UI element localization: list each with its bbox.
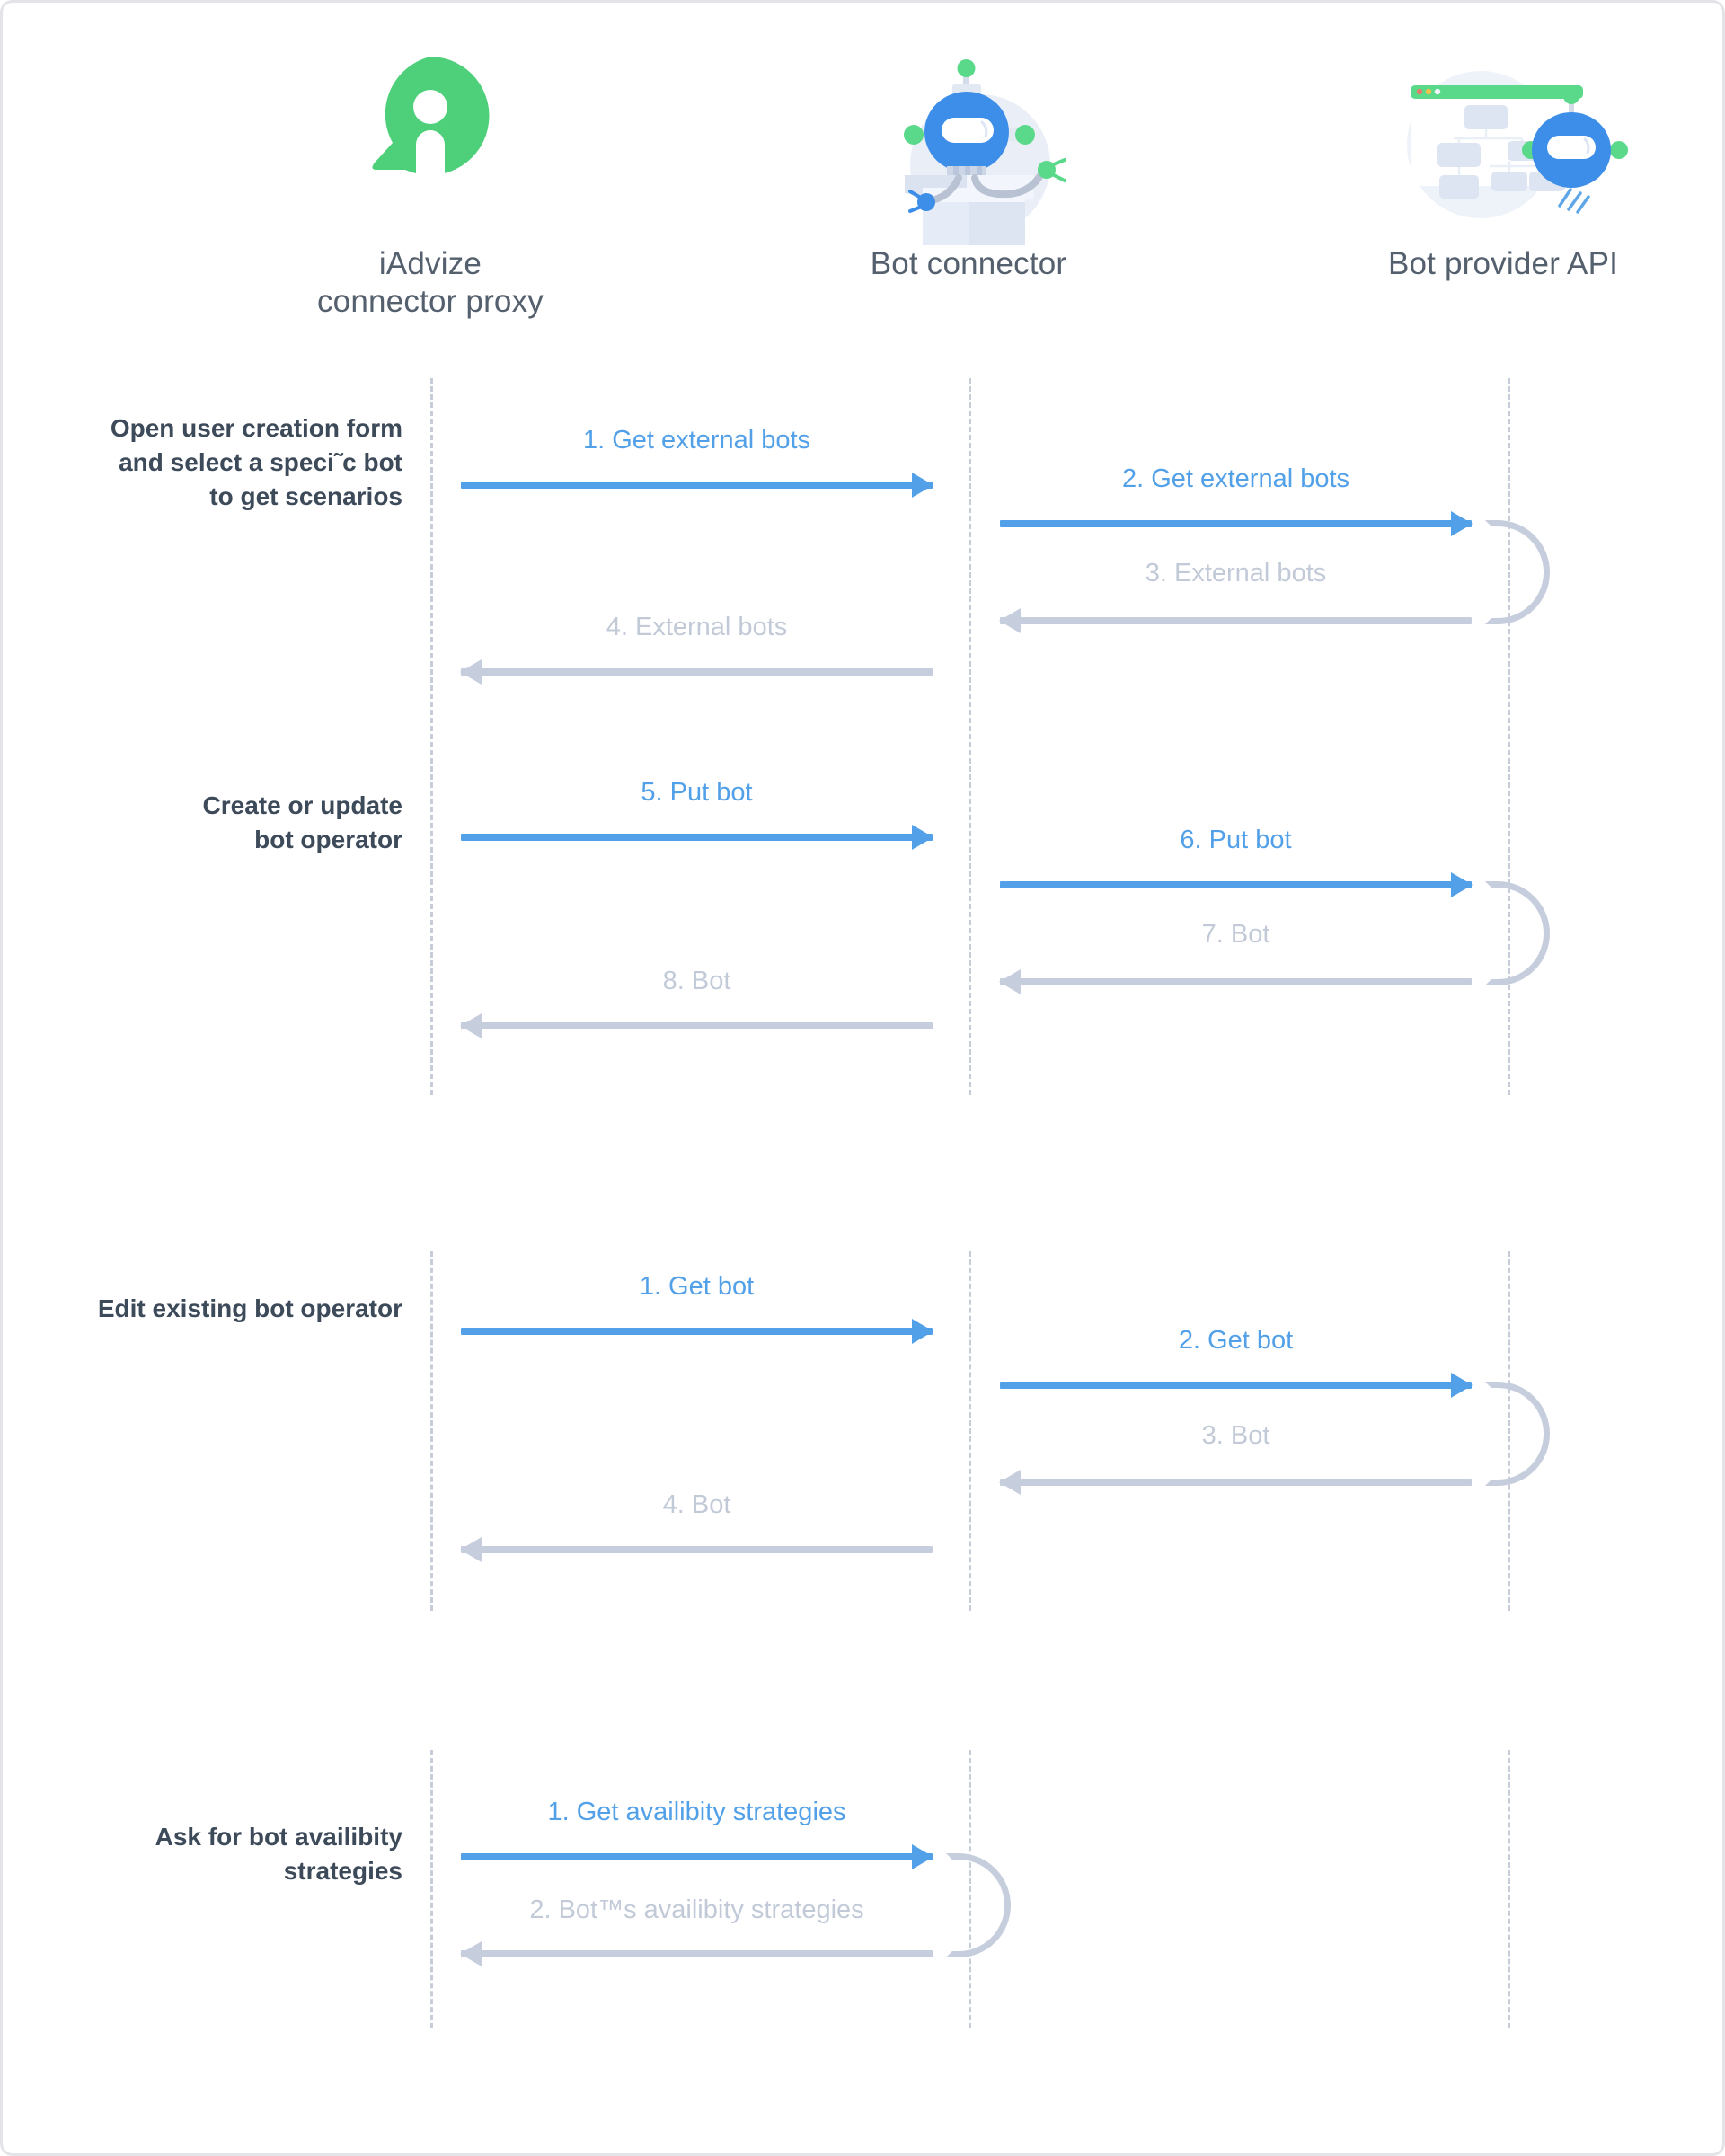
message-arrow-3	[999, 608, 1472, 633]
message-arrow-2	[460, 1941, 933, 1966]
message-arrow-1	[461, 473, 933, 498]
message-label-3: 3. External bots	[1145, 559, 1327, 588]
message-arrow-1	[461, 1319, 933, 1344]
robot-browser-flowchart-icon	[1314, 39, 1692, 245]
robot-in-box-icon	[780, 39, 1157, 245]
actor-label: iAdvize connector proxy	[316, 246, 544, 319]
actor-label: Bot provider API	[1387, 246, 1619, 281]
message-arrow-2	[1000, 1373, 1473, 1398]
message-label-1: 1. Get availibity strategies	[547, 1798, 846, 1826]
message-label-2: 2. Get bot	[1178, 1326, 1294, 1355]
robot-browser-flowchart-svg	[1407, 71, 1628, 218]
message-label-3: 3. Bot	[1201, 1421, 1270, 1450]
lifeline-bot-provider-api	[1508, 1750, 1510, 2028]
lifeline-iadvize-connector-proxy	[430, 1750, 433, 2028]
lifeline-iadvize-connector-proxy	[430, 1251, 433, 1611]
message-arrow-3	[999, 1470, 1472, 1495]
caption-ask-for-bot-availibity-strategies: Ask for bot availibity strategies	[155, 1823, 402, 1885]
lifeline-bot-provider-api	[1508, 378, 1510, 1095]
message-label-2: 2. Get external bots	[1121, 464, 1350, 493]
message-arrow-7	[999, 969, 1472, 994]
message-arrow-5	[461, 825, 933, 850]
message-label-1: 1. Get bot	[639, 1272, 755, 1301]
actor-bot-provider-api: Bot provider API	[1314, 39, 1692, 283]
iadvize-logo-icon	[242, 39, 619, 245]
robot-in-box-svg	[904, 59, 1066, 245]
message-label-4: 4. External bots	[606, 613, 788, 641]
self-loop-arc-bot-provider-api-3	[1485, 1382, 1550, 1486]
caption-create-or-update-bot-operator: Create or update bot operator	[202, 791, 403, 853]
message-arrow-4	[460, 659, 933, 685]
message-label-6: 6. Put bot	[1180, 826, 1292, 854]
message-arrow-4	[460, 1537, 933, 1562]
message-label-1: 1. Get external bots	[582, 426, 811, 455]
message-label-7: 7. Bot	[1201, 920, 1270, 949]
lifeline-iadvize-connector-proxy	[430, 378, 433, 1095]
actor-label: Bot connector	[870, 246, 1067, 281]
iadvize-logo-svg	[372, 57, 490, 181]
actor-bot-connector: Bot connector	[780, 39, 1157, 283]
message-label-2: 2. Bot™s availibity strategies	[529, 1895, 864, 1924]
caption-edit-existing-bot-operator: Edit existing bot operator	[97, 1294, 402, 1322]
message-label-8: 8. Bot	[662, 967, 731, 995]
message-arrow-8	[460, 1013, 933, 1038]
lifeline-bot-connector	[969, 1251, 971, 1611]
caption-open-user-creation-form: Open user creation form and select a spe…	[110, 414, 402, 510]
message-arrow-1	[461, 1844, 933, 1869]
lifeline-bot-connector	[969, 378, 971, 1095]
message-label-4: 4. Bot	[662, 1490, 731, 1519]
self-loop-arc-bot-provider-api-2	[1485, 881, 1550, 985]
actor-iadvize-connector-proxy: iAdvize connector proxy	[242, 39, 619, 321]
message-arrow-6	[1000, 872, 1473, 897]
message-arrow-2	[1000, 511, 1473, 536]
self-loop-arc-bot-connector-1	[946, 1853, 1011, 1957]
message-label-5: 5. Put bot	[641, 778, 753, 807]
self-loop-arc-bot-provider-api-1	[1485, 520, 1550, 624]
